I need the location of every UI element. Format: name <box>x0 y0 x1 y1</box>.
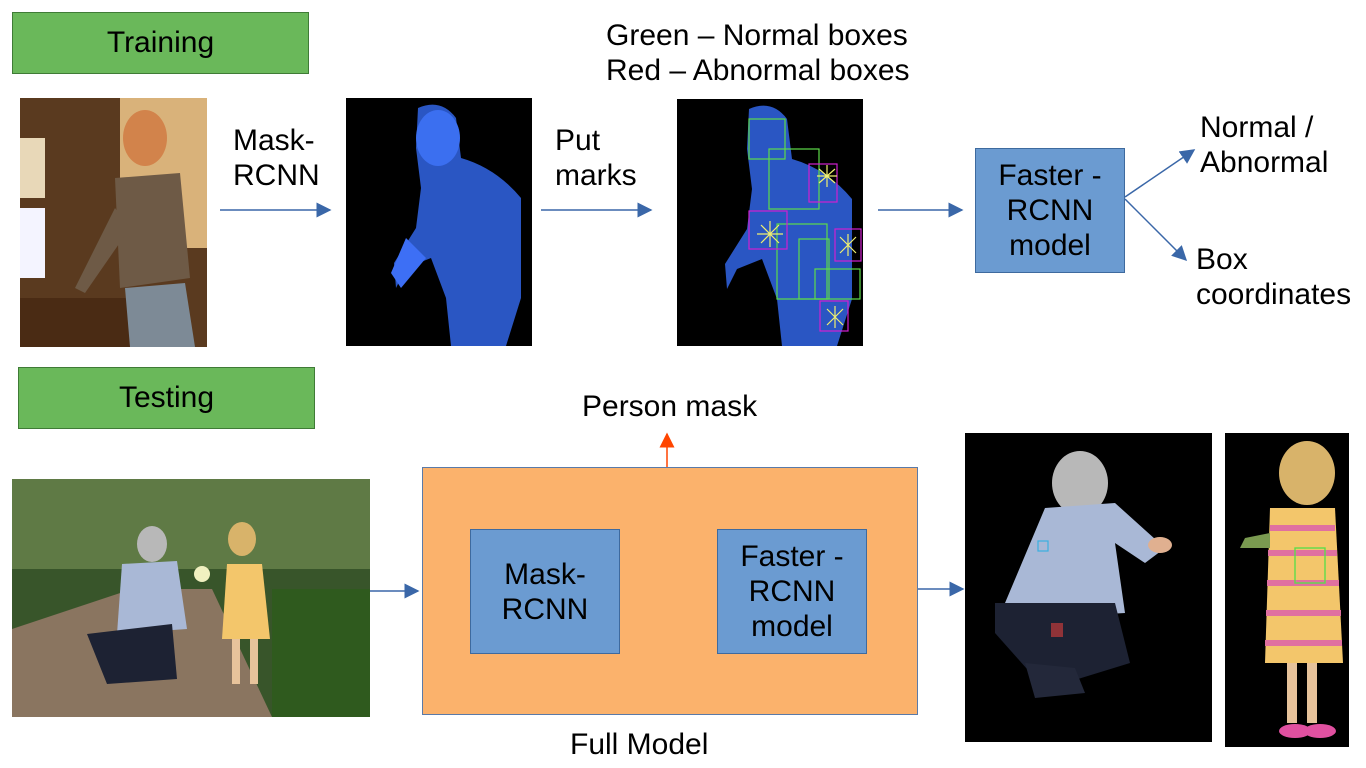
step2-label-line1: Put <box>555 124 601 157</box>
testing-mask-line1: Mask- <box>504 557 586 591</box>
testing-model-line3: model <box>751 610 833 643</box>
arrow-to-coords <box>1124 198 1188 262</box>
output-normal-line2: Abnormal <box>1200 146 1329 179</box>
person-mask-label: Person mask <box>582 390 758 423</box>
training-model-line2: RCNN <box>1006 194 1094 227</box>
testing-photo-art <box>12 479 370 717</box>
output-box-coordinates: Box coordinates <box>1196 242 1351 312</box>
output-normal-line1: Normal / <box>1200 111 1314 144</box>
testing-model-line2: RCNN <box>748 575 836 608</box>
testing-mask-line2: RCNN <box>501 592 589 626</box>
step1-label-line2: RCNN <box>233 159 320 192</box>
arrow-to-normal <box>1124 149 1196 198</box>
normal-boxes <box>748 118 861 300</box>
abnormal-markers <box>757 165 857 328</box>
result-adult-figure <box>995 451 1172 698</box>
full-model-label: Full Model <box>570 728 709 761</box>
testing-model-line1: Faster - <box>740 540 844 573</box>
legend-abnormal: Red – Abnormal boxes <box>606 54 910 87</box>
result-image-child <box>1225 433 1349 747</box>
training-tag: Training <box>12 12 309 74</box>
training-photo-art <box>20 98 207 347</box>
testing-faster-rcnn-box: Faster - RCNN model <box>717 529 867 654</box>
training-model-line1: Faster - <box>998 159 1102 192</box>
training-tag-label: Training <box>106 26 215 59</box>
output-coords-line2: coordinates <box>1196 278 1352 311</box>
testing-input-photo <box>12 479 370 717</box>
step1-label-line1: Mask- <box>233 124 315 157</box>
result-child-figure <box>1240 441 1343 738</box>
training-marked-image <box>677 99 863 346</box>
training-mask-image <box>346 98 532 346</box>
box-legend: Green – Normal boxes Red – Abnormal boxe… <box>606 18 910 88</box>
training-input-photo <box>20 98 207 347</box>
step1-label: Mask- RCNN <box>233 123 320 193</box>
testing-tag: Testing <box>18 367 315 429</box>
output-classification: Normal / Abnormal <box>1200 110 1328 180</box>
training-model-line3: model <box>1009 229 1091 262</box>
output-coords-line1: Box <box>1196 243 1248 276</box>
marked-figure <box>725 105 862 346</box>
training-faster-rcnn-box: Faster - RCNN model <box>975 148 1125 273</box>
testing-mask-rcnn-box: Mask- RCNN <box>470 529 620 654</box>
legend-normal: Green – Normal boxes <box>606 19 908 52</box>
step2-label-line2: marks <box>555 159 637 192</box>
testing-tag-label: Testing <box>118 381 215 414</box>
mask-figure <box>391 104 521 346</box>
step2-label: Put marks <box>555 123 637 193</box>
result-image-adult <box>965 433 1212 742</box>
abnormal-boxes <box>748 163 862 332</box>
